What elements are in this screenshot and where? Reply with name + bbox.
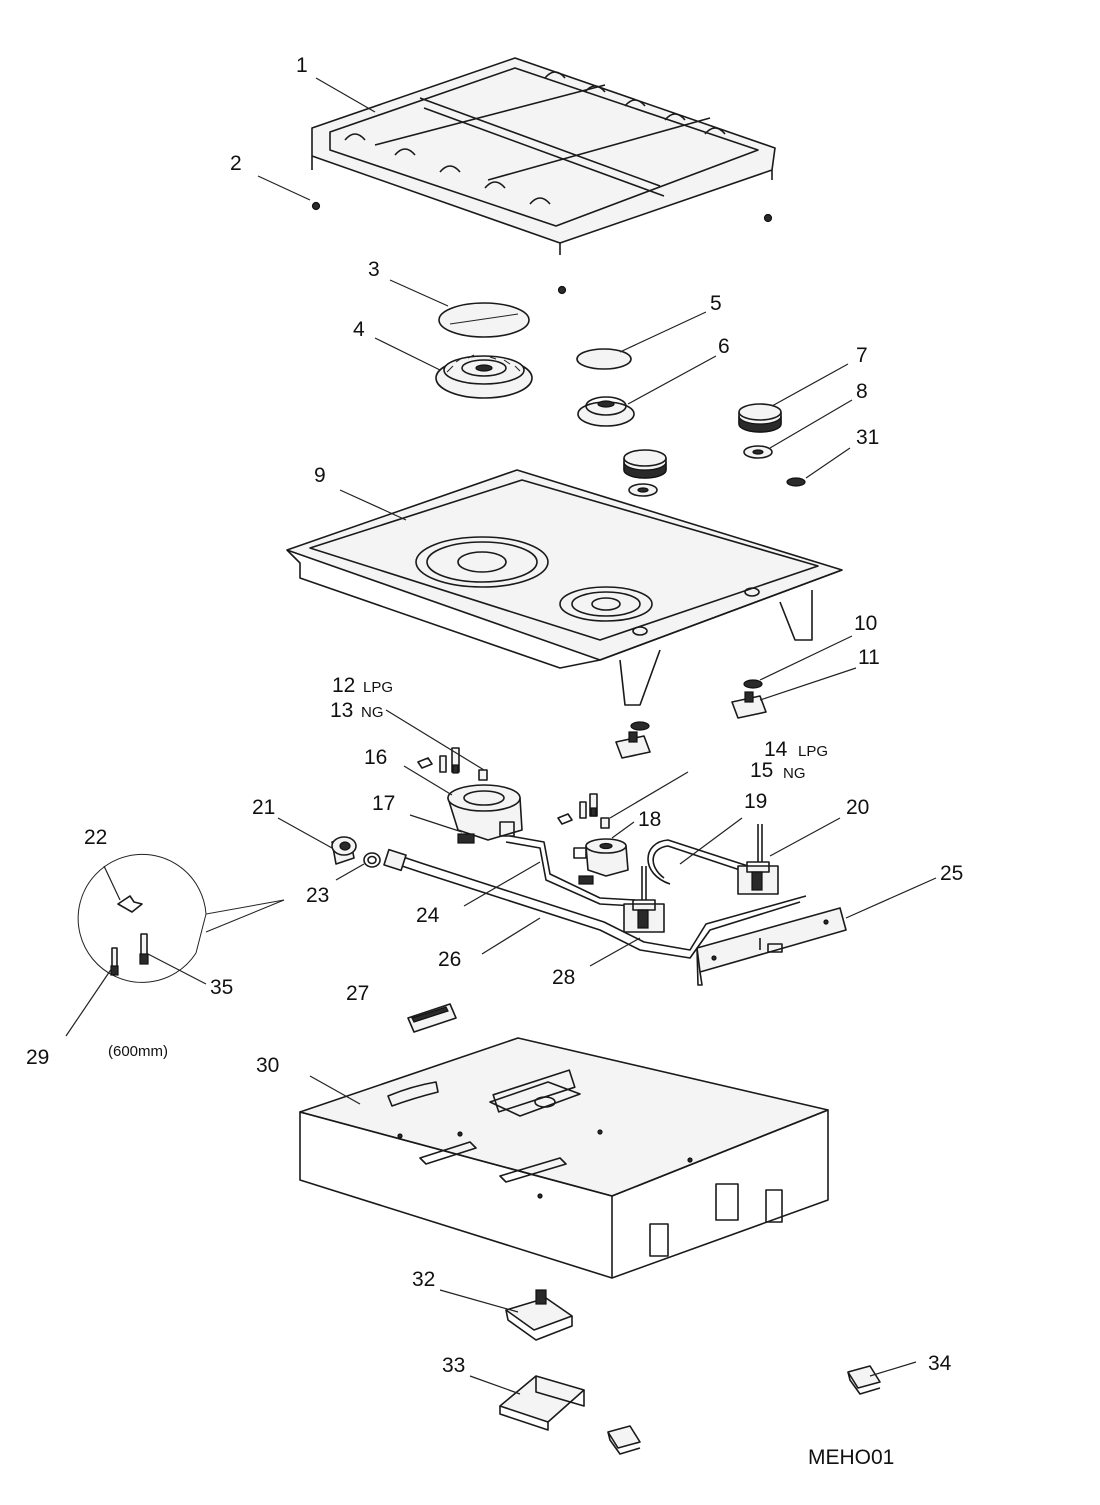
- label-part-14-gas: LPG: [798, 743, 828, 760]
- label-part-30: 30: [256, 1054, 279, 1077]
- label-part-27: 27: [346, 982, 369, 1005]
- label-part-10: 10: [854, 612, 877, 635]
- spark-module-connector: [407, 1003, 457, 1033]
- module-bracket: [499, 1375, 585, 1431]
- bottom-tray: [299, 1037, 829, 1279]
- small-burner-cap: [576, 348, 632, 370]
- label-part-16: 16: [364, 746, 387, 769]
- label-part-3: 3: [368, 258, 380, 281]
- label-part-2: 2: [230, 152, 242, 175]
- large-burner-cap: [438, 302, 530, 338]
- knob-bezel: [628, 445, 773, 497]
- model-code: MEHO01: [808, 1446, 894, 1469]
- ignition-module: [505, 1289, 573, 1341]
- small-burner-base: [573, 838, 629, 885]
- label-part-33: 33: [442, 1354, 465, 1377]
- sealing-washer: [363, 852, 381, 868]
- label-part-9: 9: [314, 464, 326, 487]
- detail-circle: [77, 853, 285, 983]
- label-part-32: 32: [412, 1268, 435, 1291]
- label-part-26: 26: [438, 948, 461, 971]
- detail-size-note: (600mm): [108, 1043, 168, 1060]
- label-part-28: 28: [552, 966, 575, 989]
- inlet-elbow: [331, 836, 357, 865]
- label-part-24: 24: [416, 904, 440, 927]
- label-part-13: 13: [330, 699, 353, 722]
- spring-washer: [630, 679, 763, 731]
- label-part-14: 14: [764, 738, 788, 761]
- label-part-11: 11: [858, 646, 880, 669]
- label-part-12-gas: LPG: [363, 679, 393, 696]
- label-part-1: 1: [296, 54, 308, 77]
- pan-support-grid: [311, 57, 776, 255]
- cooktop-top-plate: [286, 469, 843, 706]
- gas-tubes: [383, 835, 807, 959]
- label-part-23: 23: [306, 884, 329, 907]
- label-part-19: 19: [744, 790, 767, 813]
- label-part-12: 12: [332, 674, 355, 697]
- control-knob: [623, 403, 782, 479]
- rubber-feet: [311, 201, 773, 295]
- label-part-22: 22: [84, 826, 107, 849]
- label-part-5: 5: [710, 292, 722, 315]
- label-part-20: 20: [846, 796, 869, 819]
- label-part-34: 34: [928, 1352, 952, 1375]
- label-part-35: 35: [210, 976, 233, 999]
- mounting-clip: [607, 1365, 881, 1455]
- label-part-4: 4: [353, 318, 365, 341]
- label-part-6: 6: [718, 335, 730, 358]
- label-part-18: 18: [638, 808, 661, 831]
- label-part-7: 7: [856, 344, 868, 367]
- small-burner-head: [577, 396, 635, 427]
- large-burner-base: [447, 784, 523, 844]
- label-part-31: 31: [856, 426, 879, 449]
- label-part-8: 8: [856, 380, 868, 403]
- mounting-rail: [696, 907, 847, 986]
- label-part-13-gas: NG: [361, 704, 384, 721]
- label-part-15-gas: NG: [783, 765, 806, 782]
- gas-valve: [623, 824, 779, 933]
- leader-lines: [65, 77, 937, 1395]
- large-burner-head: [435, 354, 533, 399]
- label-part-21: 21: [252, 796, 275, 819]
- label-part-15: 15: [750, 759, 773, 782]
- label-part-17: 17: [372, 792, 395, 815]
- valve-bracket: [615, 691, 767, 759]
- part-labels: 1 2 3 4 5 6 7 8 31 9 10 11 12 LPG 13 NG …: [26, 54, 963, 1469]
- knob-clip: [786, 477, 806, 487]
- gas-injectors: [417, 747, 610, 829]
- label-part-25: 25: [940, 862, 963, 885]
- label-part-29: 29: [26, 1046, 49, 1069]
